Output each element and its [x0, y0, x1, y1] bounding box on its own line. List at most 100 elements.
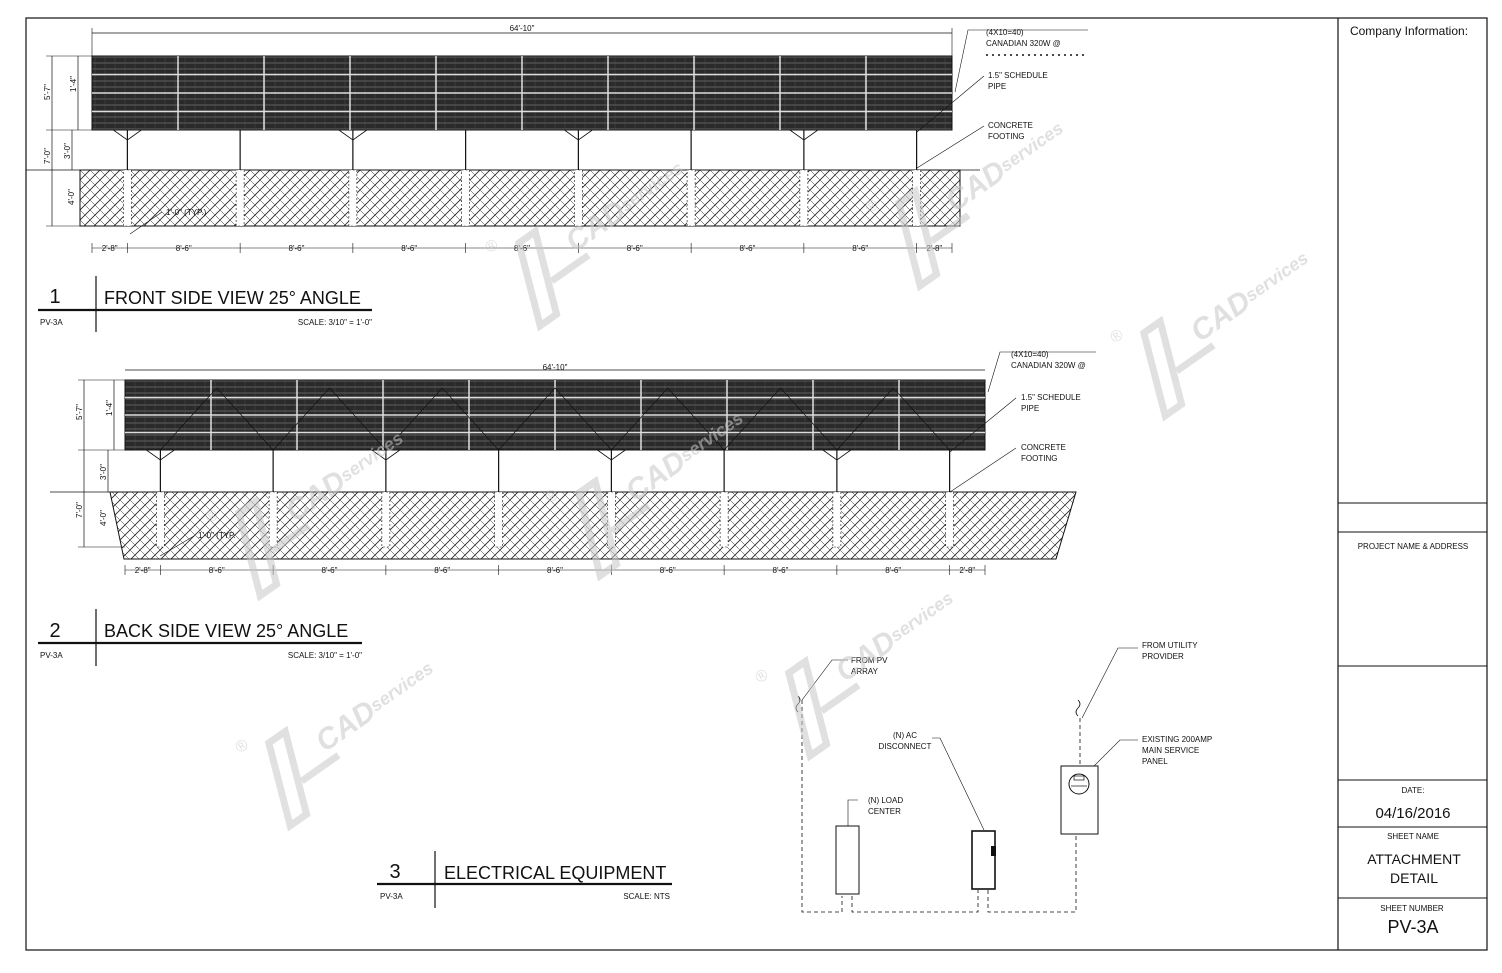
note-footing-2: FOOTING — [988, 132, 1024, 141]
callout-leader — [949, 397, 1017, 453]
note-pipe-1: 1.5" SCHEDULE — [988, 71, 1048, 80]
brace — [338, 129, 368, 141]
ac-disconnect-1: (N) AC — [893, 731, 917, 740]
overall-dimension: 64'-10" — [543, 363, 568, 372]
concrete-footing — [235, 169, 245, 227]
truss — [836, 387, 950, 451]
disconnect-handle — [991, 846, 996, 856]
note-modules-2: CANADIAN 320W @ — [1011, 361, 1086, 370]
ac-disconnect-2: DISCONNECT — [879, 742, 932, 751]
from-utility-2: PROVIDER — [1142, 652, 1184, 661]
concrete-footing — [268, 491, 278, 548]
spacing-label: 2'-8" — [102, 244, 118, 253]
note-footing-1: CONCRETE — [988, 121, 1033, 130]
dim-4-0: 4'-0" — [99, 510, 108, 526]
view2-number: 2 — [49, 620, 60, 642]
concrete-footing — [461, 169, 470, 227]
brace — [146, 449, 175, 461]
module-dividers — [125, 380, 985, 450]
spacing-label: 2'-8" — [135, 566, 151, 575]
spacing-label: 8'-6" — [885, 566, 901, 575]
callout-leader — [916, 125, 985, 169]
back-side-view: 64'-10" 5'-7" 1'-4" 7'-0" 3'-0" 4'-0" 1'… — [38, 350, 1096, 666]
sheet-name-label: SHEET NAME — [1387, 832, 1439, 841]
spacing-label: 8'-6" — [322, 566, 338, 575]
spacing-dimensions: 2'-8"8'-6"8'-6"8'-6"8'-6"8'-6"8'-6"8'-6"… — [124, 565, 986, 575]
watermark-sub: services — [886, 588, 957, 646]
load-center-2: CENTER — [868, 807, 901, 816]
dim-7-0: 7'-0" — [43, 148, 52, 164]
callout-leader — [847, 799, 858, 826]
dim-1-4: 1'-4" — [69, 76, 78, 92]
load-center — [835, 825, 860, 895]
load-center-1: (N) LOAD — [868, 796, 903, 805]
conduit-run — [987, 834, 1077, 913]
concrete-footing — [607, 491, 616, 548]
concrete-footing — [799, 169, 809, 227]
note-footing-2: FOOTING — [1021, 454, 1057, 463]
from-pv-1: FROM PV — [851, 656, 888, 665]
note-modules-1: (4X10=40) — [986, 28, 1024, 37]
watermark-reg: ® — [1107, 326, 1127, 347]
spacing-label: 8'-6" — [740, 244, 756, 253]
panel-1: EXISTING 200AMP — [1142, 735, 1212, 744]
watermark-logo-icon — [264, 725, 341, 832]
note-footing-1: CONCRETE — [1021, 443, 1066, 452]
spacing-label: 2'-8" — [959, 566, 975, 575]
company-info-label: Company Information: — [1350, 24, 1468, 38]
from-pv-2: ARRAY — [851, 667, 879, 676]
spacing-label: 2'-8" — [926, 244, 942, 253]
callout-leader — [987, 351, 1096, 393]
watermark-logo-icon — [574, 475, 651, 582]
concrete-footing — [719, 491, 729, 548]
concrete-footing — [494, 491, 503, 548]
watermark-sub: services — [1241, 248, 1312, 306]
concrete-footing — [945, 491, 954, 548]
callout-leader — [932, 737, 985, 831]
watermark-logo-icon — [234, 495, 311, 602]
watermark-sub: services — [366, 658, 437, 716]
spacing-label: 8'-6" — [852, 244, 868, 253]
typ-note: 1'-0" (TYP. — [198, 531, 236, 540]
view3-ref: PV-3A — [380, 892, 403, 901]
note-pipe-1: 1.5" SCHEDULE — [1021, 393, 1081, 402]
panel-3: PANEL — [1142, 757, 1168, 766]
sheet-number-value: PV-3A — [1387, 917, 1438, 937]
watermark-logo-icon — [784, 655, 861, 762]
truss — [160, 387, 274, 451]
from-utility-1: FROM UTILITY — [1142, 641, 1198, 650]
note-modules-1: (4X10=40) — [1011, 350, 1049, 359]
electrical-equipment-view: FROM PV ARRAY FROM UTILITY PROVIDER (N) … — [377, 641, 1212, 913]
sheet-name-line1: ATTACHMENT — [1367, 851, 1461, 867]
break-mark — [1075, 699, 1081, 717]
spacing-label: 8'-6" — [627, 244, 643, 253]
sheet-number-label: SHEET NUMBER — [1380, 904, 1444, 913]
typ-note: 1'-0" (TYP.) — [166, 208, 207, 217]
concrete-footing — [156, 491, 165, 548]
truss — [723, 387, 838, 451]
dim-1-4: 1'-4" — [105, 400, 114, 416]
dim-5-7: 5'-7" — [75, 404, 84, 420]
note-pipe-2: PIPE — [1021, 404, 1039, 413]
view1-scale: SCALE: 3/10" = 1'-0" — [298, 318, 372, 327]
typ-leader — [129, 211, 163, 235]
dim-5-7: 5'-7" — [43, 84, 52, 100]
typ-leader — [159, 535, 195, 557]
view2-title: BACK SIDE VIEW 25° ANGLE — [104, 621, 348, 641]
brace — [597, 449, 626, 461]
date-label: DATE: — [1402, 786, 1425, 795]
callout-leader — [1093, 739, 1138, 767]
brace — [789, 129, 819, 141]
dim-4-0: 4'-0" — [67, 189, 76, 205]
brace — [822, 449, 852, 461]
spacing-label: 8'-6" — [434, 566, 450, 575]
spacing-label: 8'-6" — [547, 566, 563, 575]
truss — [272, 387, 387, 451]
dim-3-0: 3'-0" — [63, 143, 72, 159]
sheet-border — [25, 17, 1488, 951]
panel-2: MAIN SERVICE — [1142, 746, 1199, 755]
view1-title: FRONT SIDE VIEW 25° ANGLE — [104, 288, 361, 308]
watermark-logo-icon — [514, 225, 591, 332]
